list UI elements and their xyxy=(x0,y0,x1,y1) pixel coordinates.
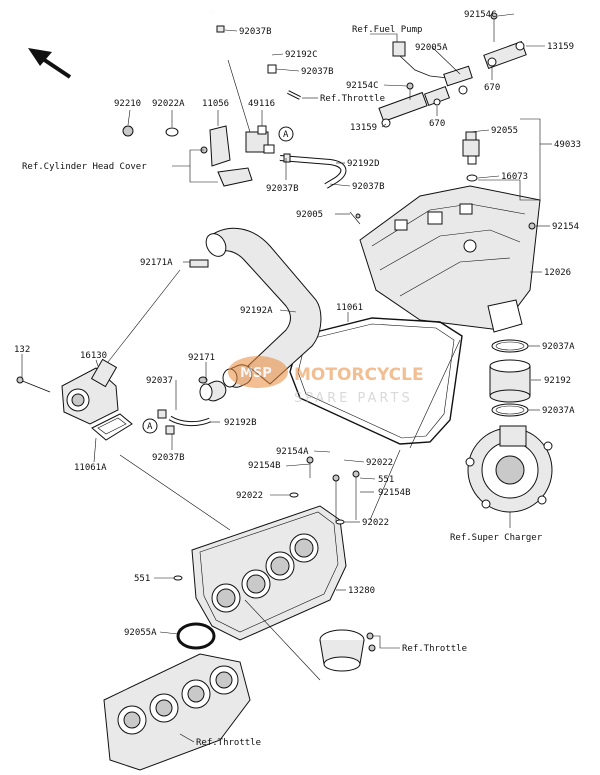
pipe-92171 xyxy=(198,364,253,402)
label-670-mid: 670 xyxy=(429,119,445,129)
label-92171: 92171 xyxy=(188,353,215,363)
label-670-right: 670 xyxy=(484,83,500,93)
valve-16130 xyxy=(16,358,119,425)
label-92037B-mid: 92037B xyxy=(266,184,299,194)
label-92037A-2: 92037A xyxy=(542,406,575,416)
label-92192: 92192 xyxy=(544,376,571,386)
front-direction-arrow-icon xyxy=(28,48,72,79)
label-12026: 12026 xyxy=(544,268,571,278)
label-ref-throttle-bottom: Ref.Throttle xyxy=(196,738,261,748)
label-13159-mid: 13159 xyxy=(350,123,377,133)
pipe-92171A xyxy=(189,259,209,268)
watermark-title: MOTORCYCLE xyxy=(294,365,424,385)
label-92210: 92210 xyxy=(114,99,141,109)
label-11056: 11056 xyxy=(202,99,229,109)
callout-a-left-text: A xyxy=(147,422,153,432)
label-49033: 49033 xyxy=(554,140,581,150)
label-92037B-2: 92037B xyxy=(301,67,334,77)
label-92037B-4: 92037B xyxy=(352,182,385,192)
label-ref-super-charger: Ref.Super Charger xyxy=(450,533,543,543)
label-13159-top: 13159 xyxy=(547,42,574,52)
watermark-badge-icon xyxy=(228,356,288,388)
label-11061A: 11061A xyxy=(74,463,107,473)
label-92022A: 92022A xyxy=(152,99,185,109)
watermark: MSP MOTORCYCLE SPARE PARTS xyxy=(228,356,424,406)
sensor-49033 xyxy=(462,131,480,182)
supercharger xyxy=(465,425,553,513)
label-92005A: 92005A xyxy=(415,43,448,53)
bracket-11056 xyxy=(122,125,253,187)
label-ref-throttle-top: Ref.Throttle xyxy=(320,94,385,104)
label-551-1: 551 xyxy=(378,475,394,485)
label-92022-1: 92022 xyxy=(366,458,393,468)
throttle-body xyxy=(103,653,251,771)
hose-92192D xyxy=(279,153,347,189)
part-labels: 92037B 92192C 92037B Ref.Throttle Ref.Fu… xyxy=(14,10,581,748)
label-16130: 16130 xyxy=(80,351,107,361)
clip-92037B-top xyxy=(216,25,225,33)
label-ref-cylinder-head-cover: Ref.Cylinder Head Cover xyxy=(22,162,147,172)
label-92192A: 92192A xyxy=(240,306,273,316)
label-132: 132 xyxy=(14,345,30,355)
tube-ref-throttle xyxy=(287,90,301,100)
airbox-upper-case-12026 xyxy=(349,185,541,333)
label-16073: 16073 xyxy=(501,172,528,182)
label-551-2: 551 xyxy=(134,574,150,584)
label-92022-2: 92022 xyxy=(236,491,263,501)
callout-a-left: A xyxy=(142,418,158,434)
throttle-funnel xyxy=(319,629,376,672)
label-11061: 11061 xyxy=(336,303,363,313)
fuel-rail-assembly xyxy=(378,12,527,128)
label-ref-throttle-right: Ref.Throttle xyxy=(402,644,467,654)
leader-lines xyxy=(21,13,552,743)
gasket-11061 xyxy=(289,317,463,445)
sleeve-92192 xyxy=(489,359,531,403)
watermark-badge: MSP xyxy=(240,366,272,381)
label-92055A: 92055A xyxy=(124,628,157,638)
label-92037B-low: 92037B xyxy=(152,453,185,463)
label-92005: 92005 xyxy=(296,210,323,220)
label-92037B-top: 92037B xyxy=(239,27,272,37)
watermark-subtitle: SPARE PARTS xyxy=(294,391,413,406)
label-ref-fuel-pump: Ref.Fuel Pump xyxy=(352,25,422,35)
label-13280: 13280 xyxy=(348,586,375,596)
label-92037: 92037 xyxy=(146,376,173,386)
label-92037A-1: 92037A xyxy=(542,342,575,352)
callout-a-top: A xyxy=(278,126,294,142)
label-92192D: 92192D xyxy=(347,159,380,169)
label-92192C: 92192C xyxy=(285,50,318,60)
label-92055: 92055 xyxy=(491,126,518,136)
label-92022-3: 92022 xyxy=(362,518,389,528)
hose-92192B xyxy=(157,409,211,435)
label-92154C-top: 92154C xyxy=(464,10,497,20)
breather-hose-92192C xyxy=(207,10,277,74)
label-92171A: 92171A xyxy=(140,258,173,268)
clamp-92037A-upper xyxy=(491,339,529,353)
label-92154C-mid: 92154C xyxy=(346,81,379,91)
label-92154B-1: 92154B xyxy=(248,461,281,471)
callout-a-top-text: A xyxy=(283,130,289,140)
label-92154A: 92154A xyxy=(276,447,309,457)
gasket-11061A xyxy=(91,413,133,441)
label-92154-right: 92154 xyxy=(552,222,579,232)
intake-manifold-13280 xyxy=(173,456,360,641)
valve-49116 xyxy=(227,59,275,154)
label-92192B: 92192B xyxy=(224,418,257,428)
clamp-92037A-lower xyxy=(491,403,529,417)
label-49116: 49116 xyxy=(248,99,275,109)
label-92154B-2: 92154B xyxy=(378,488,411,498)
o-ring-92055A xyxy=(176,622,216,650)
